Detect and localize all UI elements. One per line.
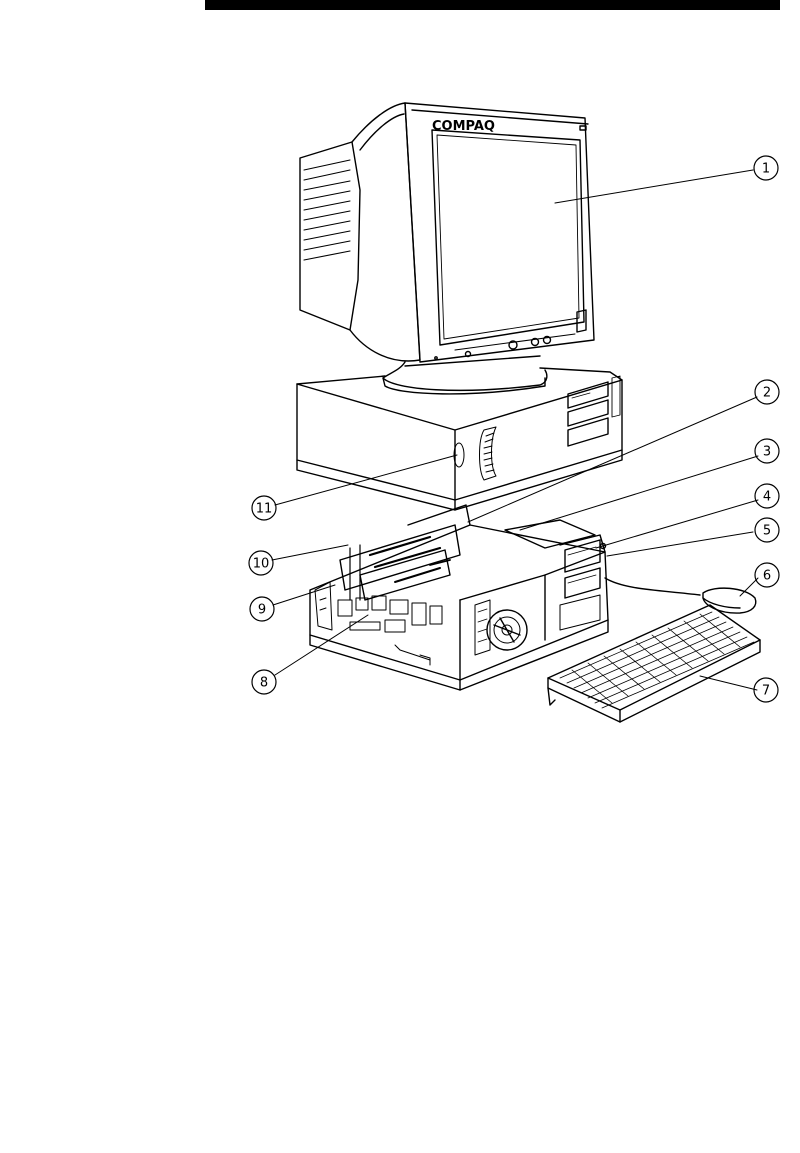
keyboard	[548, 605, 760, 722]
open-chassis	[310, 505, 608, 690]
cooling-fan	[487, 610, 527, 650]
monitor-rear-vents	[304, 160, 350, 260]
callout-number-8: 8	[260, 676, 268, 691]
callout-number-10: 10	[253, 557, 270, 572]
callout-circles	[249, 156, 779, 702]
front-bezel-grille	[454, 427, 496, 480]
callout-number-3: 3	[763, 445, 771, 460]
system-board-components	[315, 582, 442, 632]
callout-number-5: 5	[763, 524, 771, 539]
callout-number-6: 6	[763, 569, 771, 584]
callout-number-4: 4	[763, 490, 771, 505]
system-unit	[297, 368, 622, 510]
monitor	[300, 103, 594, 394]
mouse	[605, 578, 756, 613]
drive-bays	[560, 535, 606, 630]
callout-number-7: 7	[762, 684, 770, 699]
callout-number-2: 2	[763, 386, 771, 401]
callout-number-1: 1	[762, 162, 770, 177]
callout-number-11: 11	[256, 502, 273, 517]
monitor-brand-label: COMPAQ	[432, 119, 495, 134]
callout-number-9: 9	[258, 603, 266, 618]
